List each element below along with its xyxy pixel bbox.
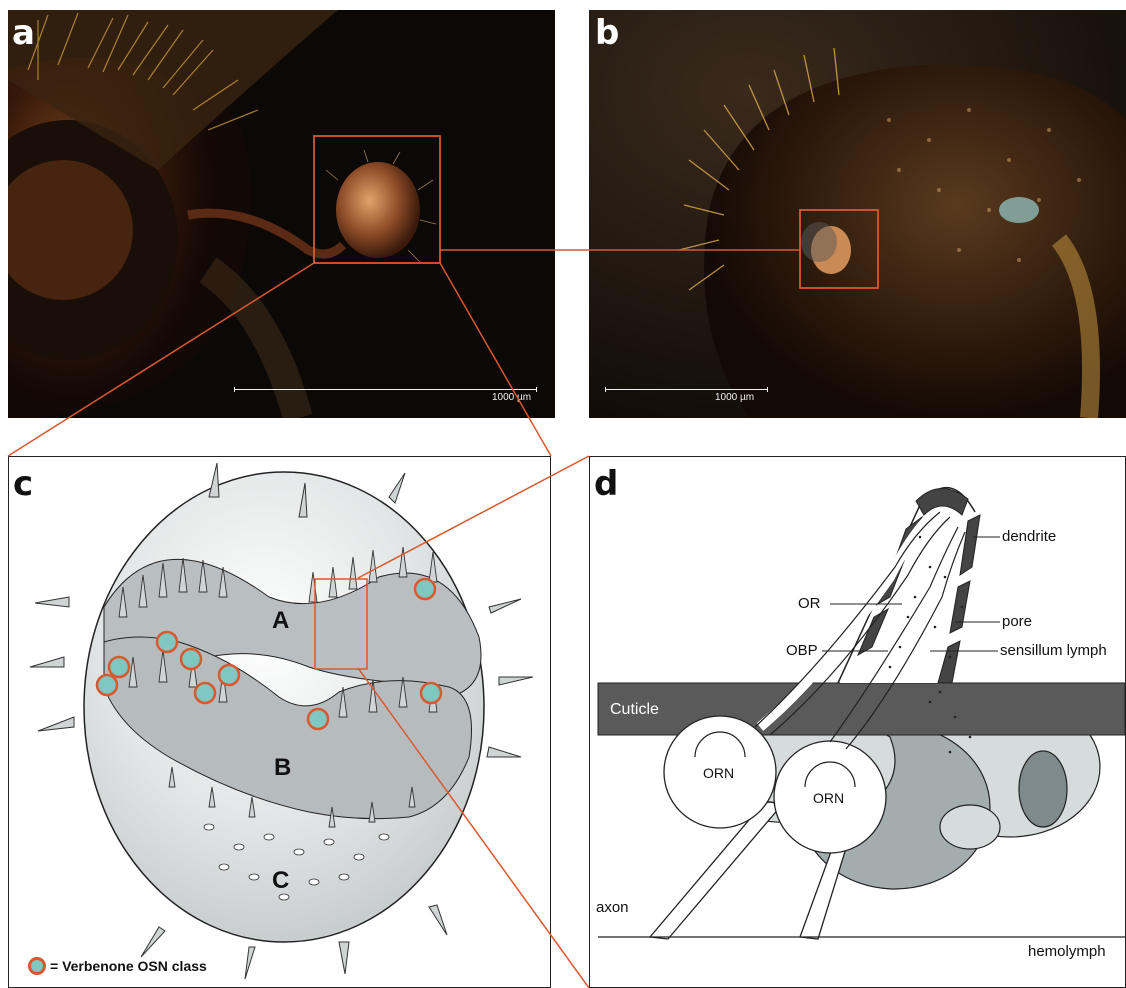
label-pore: pore (1002, 613, 1032, 630)
panel-label-b: b (595, 16, 619, 50)
panel-label-a: a (12, 16, 35, 50)
zone-label-c: C (272, 867, 289, 895)
scale-bar-line-a (234, 389, 536, 390)
zone-label-b: B (274, 754, 291, 782)
label-dendrite: dendrite (1002, 528, 1056, 545)
panel-label-d: d (594, 467, 618, 501)
scale-bar-line-b (605, 389, 767, 390)
antennal-club-panel-c: c A B C (8, 456, 551, 988)
label-sensillum-lymph: sensillum lymph (1000, 642, 1107, 659)
antenna-photo-a (8, 10, 555, 418)
label-hemolymph: hemolymph (1028, 943, 1106, 960)
beetle-head-photo-b (589, 10, 1126, 418)
zone-label-a: A (272, 607, 289, 635)
scale-bar-label-a: 1000 µm (492, 392, 531, 403)
antennal-club-drawing (9, 457, 551, 988)
scale-bar-label-b: 1000 µm (715, 392, 754, 403)
label-orn-1: ORN (703, 765, 734, 781)
scale-bar-tick-b-right (767, 387, 768, 392)
scale-bar-tick-b-left (605, 387, 606, 392)
label-cuticle: Cuticle (610, 701, 659, 719)
sensillum-panel-d: d dendrite OR pore OBP sensillum lymph C… (589, 456, 1126, 988)
label-orn-2: ORN (813, 790, 844, 806)
label-obp: OBP (786, 642, 818, 659)
legend-marker-icon (28, 957, 46, 975)
legend: = Verbenone OSN class (28, 957, 207, 975)
panel-label-c: c (13, 467, 33, 501)
label-or: OR (798, 595, 821, 612)
photo-panel-b: b 1000 µm (589, 10, 1126, 418)
legend-label: = Verbenone OSN class (50, 958, 207, 974)
label-axon: axon (596, 899, 629, 916)
photo-panel-a: a 1000 µm (8, 10, 555, 418)
scale-bar-tick-a-right (536, 387, 537, 392)
scale-bar-tick-a-left (234, 387, 235, 392)
